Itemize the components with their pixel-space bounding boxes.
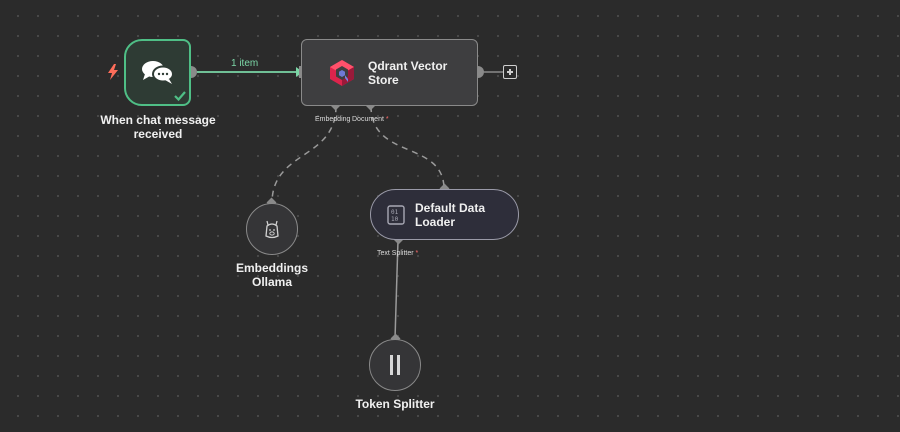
document-input-label: Document * [352,116,389,123]
embedding-connection[interactable] [271,105,337,204]
qdrant-title: Qdrant Vector Store [368,58,448,87]
chat-bubbles-icon [142,61,174,84]
required-marker: * [385,116,389,123]
chat-trigger-node[interactable] [124,39,191,106]
embeddings-ollama-title: Embeddings Ollama [235,261,308,289]
loader-title: Default Data Loader [415,200,486,229]
embedding-input-text: Embedding [315,116,351,123]
svg-text:01: 01 [391,209,399,216]
document-input-text: Document [352,116,384,123]
pause-bars-icon [390,355,400,375]
required-marker: * [415,250,419,257]
success-check-icon [174,91,186,102]
qdrant-logo-icon [330,59,354,86]
embedding-input-label: Embedding [315,116,350,123]
add-node-button[interactable] [503,65,517,79]
splitter-connection[interactable] [394,239,399,340]
trigger-bolt-icon [108,64,118,80]
text-splitter-input-label: Text Splitter * [377,250,418,257]
embeddings-ollama-node[interactable] [246,203,298,255]
document-connection[interactable] [370,105,445,190]
qdrant-vector-store-node[interactable]: Qdrant Vector Store [301,39,478,106]
llama-icon [265,220,279,239]
document-binary-icon: 01 10 [387,204,405,225]
svg-text:10: 10 [391,216,399,223]
connection-items-label: 1 item [231,58,259,69]
token-splitter-node[interactable] [369,339,421,391]
chat-trigger-title: When chat message received [100,113,216,141]
default-data-loader-node[interactable]: 01 10 Default Data Loader [370,189,519,240]
text-splitter-input-text: Text Splitter [377,250,414,257]
token-splitter-title: Token Splitter [355,397,435,411]
